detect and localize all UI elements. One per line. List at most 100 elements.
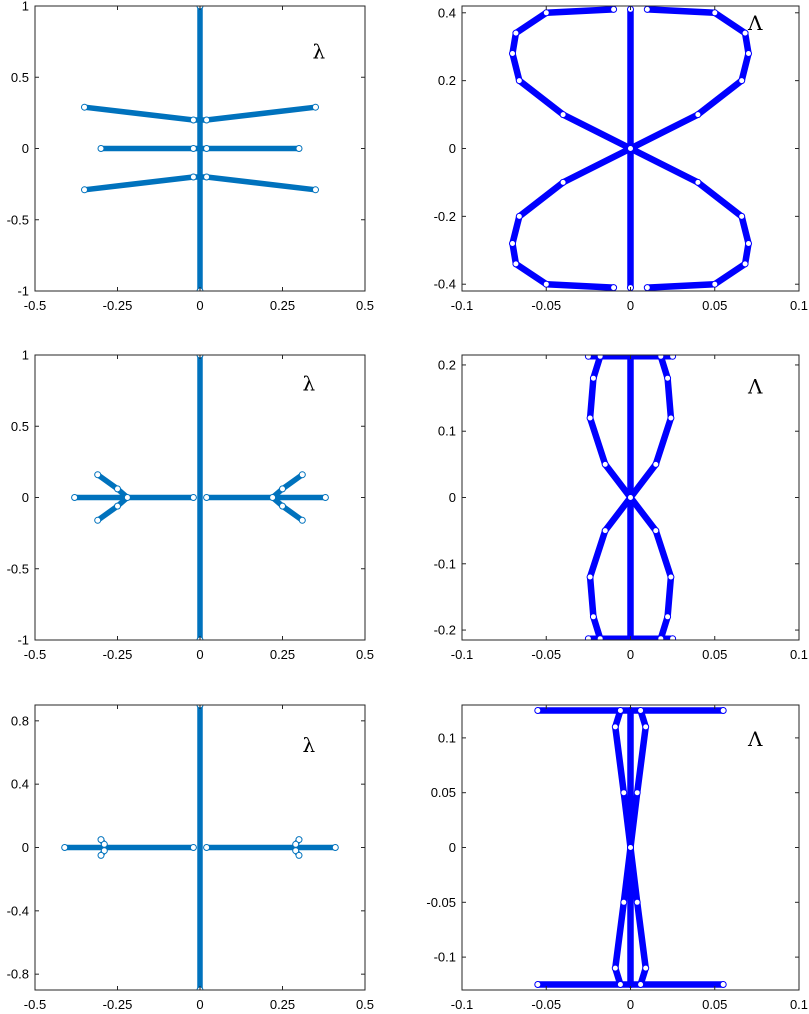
series-3-point-3 [97, 851, 105, 859]
series-1-point-1 [189, 494, 197, 501]
y-tick-label: -1 [17, 633, 29, 648]
series-2 [509, 6, 634, 152]
x-tick-label: -0.5 [24, 997, 46, 1012]
series-3-point-2 [642, 723, 650, 731]
y-tick-label: 0.2 [438, 73, 456, 88]
series-4-point-3 [589, 374, 597, 382]
series-4-point-2 [515, 212, 523, 220]
series-6-point-1 [601, 527, 609, 535]
series-2-point-0 [584, 635, 592, 640]
series-5-point-3 [664, 613, 672, 621]
series-1-point-3 [312, 103, 319, 111]
series-4-point-0 [627, 145, 634, 152]
series-6-point-3 [616, 981, 624, 988]
series-group [71, 355, 329, 640]
series-3-point-1 [100, 840, 108, 848]
panel-annotation: λ [312, 40, 325, 64]
x-tick-label: -0.25 [103, 997, 133, 1012]
y-tick-label: -0.4 [434, 277, 456, 292]
y-tick-label: 0 [22, 490, 29, 505]
series-4-point-5 [542, 280, 550, 288]
series-4-point-2 [269, 494, 277, 501]
x-tick-label: 0.25 [270, 647, 295, 662]
panel-annotation: Λ [747, 374, 763, 398]
series-1-point-1 [189, 844, 197, 851]
series-4 [612, 707, 634, 851]
series-1-point-3 [745, 50, 752, 57]
series-3-point-0 [97, 836, 105, 844]
series-6-point-0 [627, 844, 634, 851]
y-tick-label: -0.5 [7, 212, 29, 227]
series-3-point-1 [694, 178, 702, 186]
y-tick-label: 1 [22, 0, 29, 14]
series-1-point-1 [189, 116, 197, 124]
series-1-point-0 [81, 103, 88, 111]
y-tick-label: 0.1 [438, 730, 456, 745]
x-tick-label: 0 [196, 298, 203, 313]
y-tick-label: -0.5 [7, 561, 29, 576]
series-3-point-4 [94, 516, 102, 524]
panel-annotation: λ [303, 733, 316, 757]
series-3-point-3 [664, 374, 672, 382]
y-tick-label: 0.05 [431, 785, 456, 800]
series-2-point-0 [203, 494, 211, 501]
y-tick-label: 0.2 [438, 357, 456, 372]
series-6-point-0 [627, 494, 634, 501]
x-tick-label: 0 [196, 997, 203, 1012]
y-tick-label: -0.2 [434, 209, 456, 224]
x-tick-label: -0.05 [531, 997, 561, 1012]
series-2-point-1 [669, 635, 677, 640]
series-1-point-1 [669, 355, 677, 360]
y-tick-label: -0.2 [434, 623, 456, 638]
x-tick-label: 0.05 [702, 997, 727, 1012]
series-1-point-4 [741, 29, 749, 37]
series-1-point-1 [719, 707, 727, 714]
series-4-point-3 [279, 502, 286, 510]
x-tick-label: 0.05 [702, 298, 727, 313]
y-tick-label: 0.5 [11, 419, 29, 434]
series-3-point-3 [114, 502, 121, 510]
series-1 [81, 104, 319, 123]
series-4-point-2 [611, 723, 619, 731]
series-5-point-1 [652, 527, 660, 535]
series-4-point-3 [616, 707, 624, 714]
y-tick-label: 0.8 [11, 713, 29, 728]
x-tick-label: 0.25 [270, 997, 295, 1012]
series-3-point-3 [312, 186, 319, 194]
series-2-point-1 [719, 981, 727, 988]
x-tick-label: 0.5 [356, 997, 374, 1012]
x-tick-label: 0.5 [356, 647, 374, 662]
x-tick-label: -0.5 [24, 298, 46, 313]
x-tick-label: -0.05 [531, 647, 561, 662]
series-2-point-0 [97, 145, 105, 152]
x-tick-label: -0.5 [24, 647, 46, 662]
series-4 [509, 145, 634, 291]
series-group [534, 707, 727, 988]
series-5-point-2 [667, 573, 675, 581]
y-tick-label: 0.4 [438, 5, 456, 20]
series-4-point-0 [298, 471, 306, 479]
series-4-point-1 [559, 178, 567, 186]
series-4-point-2 [586, 414, 594, 422]
series-3-point-1 [633, 789, 641, 797]
series-4-point-2 [292, 847, 300, 855]
y-tick-label: 0.1 [438, 424, 456, 439]
series-3 [627, 145, 752, 291]
x-tick-label: -0.05 [531, 298, 561, 313]
series-5 [627, 844, 649, 988]
x-tick-label: 0.1 [790, 997, 808, 1012]
panel-annotation: Λ [747, 11, 763, 35]
series-3-point-1 [189, 173, 197, 181]
series-4-point-4 [596, 355, 604, 360]
x-tick-label: 0.25 [270, 298, 295, 313]
series-2-point-0 [203, 844, 211, 851]
series-6-point-1 [620, 898, 628, 906]
x-tick-label: 0 [196, 647, 203, 662]
y-tick-label: 0 [22, 840, 29, 855]
series-6-point-3 [589, 613, 597, 621]
series-2-point-1 [559, 111, 567, 119]
